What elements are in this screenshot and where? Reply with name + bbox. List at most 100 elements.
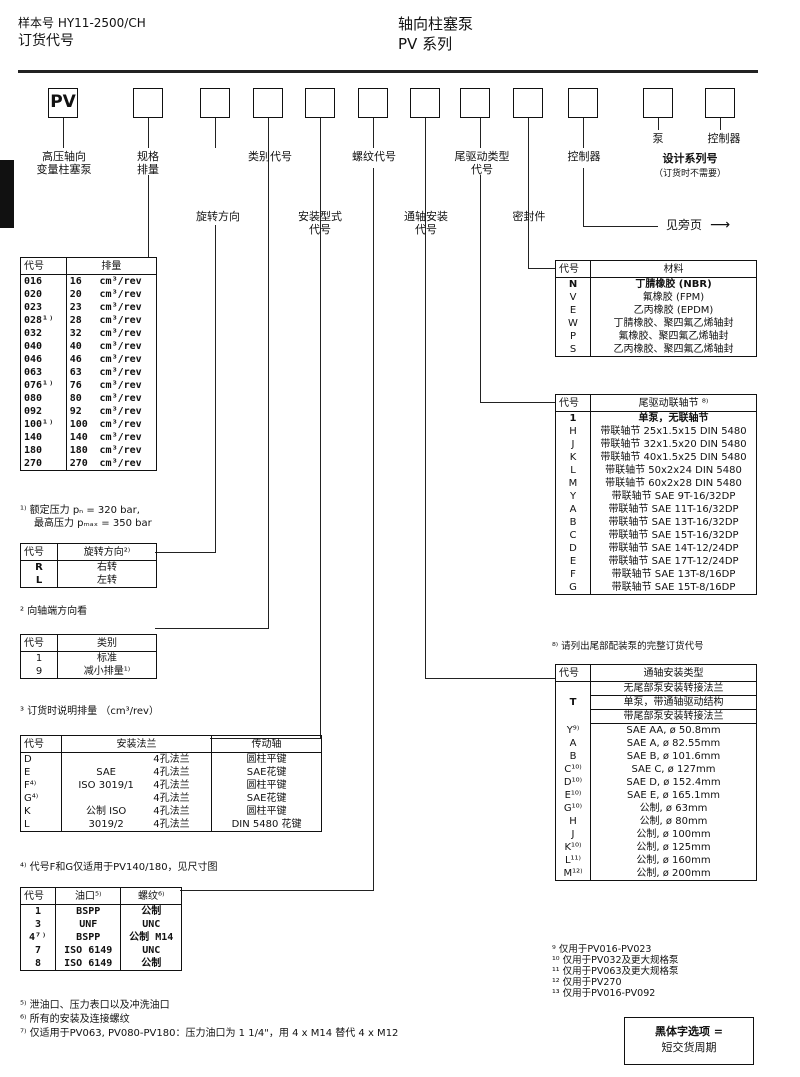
code-cell: 270 xyxy=(21,457,67,470)
value-cell: SAE B, ø 101.6mm xyxy=(626,751,721,762)
connector-line xyxy=(425,678,555,679)
value-cell: 40 xyxy=(69,341,82,352)
value-cell: ISO 3019/1 xyxy=(78,780,134,791)
code-cell: K¹⁰⁾ xyxy=(556,841,591,854)
code-cell: L xyxy=(21,574,58,587)
value-cell: BSPP xyxy=(55,904,122,918)
code-cell: Y xyxy=(556,490,591,503)
code-cell: G xyxy=(556,581,591,594)
code-cell: 020 xyxy=(21,288,67,301)
code-cell: 040 xyxy=(21,340,67,353)
value-cell: cm³/rev xyxy=(99,328,142,339)
code-cell: F xyxy=(556,568,591,581)
value-cell: 80 xyxy=(69,393,82,404)
col-header: 代号 xyxy=(21,888,56,905)
label-design-note: （订货时不需要） xyxy=(653,169,726,179)
table-row: L¹¹⁾公制, ø 160mm xyxy=(556,854,756,867)
col-header: 代号 xyxy=(556,395,591,412)
col-header: 材料 xyxy=(590,261,756,278)
value-cell: 带联轴节 32x1.5x20 DIN 5480 xyxy=(600,439,747,450)
value-cell: UNC xyxy=(142,919,161,930)
label-thread: 螺纹代号 xyxy=(352,150,396,163)
value-cell: 92 xyxy=(69,406,82,417)
value-cell xyxy=(62,753,151,767)
code-cell: N xyxy=(556,277,591,291)
code-cell: 046 xyxy=(21,353,67,366)
value-cell: 公制 xyxy=(141,958,162,969)
code-cell: J xyxy=(556,438,591,451)
connector-line xyxy=(373,118,374,148)
value-cell: 氟橡胶 (FPM) xyxy=(642,292,705,303)
value-cell: 带联轴节 SAE 15T-8/16DP xyxy=(611,582,736,593)
table-row: D¹⁰⁾SAE D, ø 152.4mm xyxy=(556,776,756,789)
footnote: ⁵⁾ 泄油口、压力表口以及冲洗油口 xyxy=(20,1000,170,1011)
value-cell: 23 xyxy=(69,302,82,313)
code-cell: F⁴⁾ xyxy=(21,779,62,792)
code-cell: M¹²⁾ xyxy=(556,867,591,880)
connector-line xyxy=(155,552,216,553)
code-cell: K xyxy=(21,805,62,818)
value-cell: 右转 xyxy=(97,562,117,573)
value-cell: 单泵，无联轴节 xyxy=(638,413,709,424)
code-cell: T xyxy=(556,695,591,710)
code-box-thread xyxy=(358,88,388,118)
value-cell: SAE花键 xyxy=(246,767,287,778)
code-cell: B xyxy=(556,750,591,763)
code-cell: V xyxy=(556,291,591,304)
value-cell: 4孔法兰 xyxy=(150,792,213,805)
value-cell: 140 xyxy=(69,432,88,443)
value-cell: 4孔法兰 xyxy=(150,805,213,818)
table-row: K¹⁰⁾公制, ø 125mm xyxy=(556,841,756,854)
footnote: ⁸⁾ 请列出尾部配装泵的完整订货代号 xyxy=(552,641,704,652)
code-cell: E xyxy=(556,304,591,317)
code-cell: H xyxy=(556,815,591,828)
code-cell: 063 xyxy=(21,366,67,379)
value-cell: 带联轴节 25x1.5x15 DIN 5480 xyxy=(600,426,747,437)
code-box-control xyxy=(568,88,598,118)
code-cell: 140 xyxy=(21,431,67,444)
connector-line xyxy=(63,118,64,148)
code-cell: 1 xyxy=(21,651,58,665)
connector-line xyxy=(148,118,149,148)
value-cell: SAE AA, ø 50.8mm xyxy=(626,725,721,736)
value-cell: 带联轴节 SAE 17T-12/24DP xyxy=(608,556,739,567)
side-tab-marker xyxy=(0,160,14,228)
code-cell: 028¹⁾ xyxy=(21,314,67,327)
value-cell: ISO 6149 xyxy=(55,944,122,957)
code-cell: A xyxy=(556,503,591,516)
connector-line xyxy=(528,118,529,268)
col-header: 代号 xyxy=(21,544,58,561)
value-cell: cm³/rev xyxy=(99,406,142,417)
code-cell: P xyxy=(556,330,591,343)
value-cell: SAE D, ø 152.4mm xyxy=(626,777,721,788)
value-cell: 乙丙橡胶、聚四氟乙烯轴封 xyxy=(613,344,734,355)
value-cell: 圆柱平键 xyxy=(246,754,287,765)
code-cell: 7 xyxy=(21,944,56,957)
col-header: 代号 xyxy=(556,261,591,278)
footnote: ¹⁾ 额定压力 pₙ = 320 bar, xyxy=(20,505,140,516)
subheading: 无尾部泵安装转接法兰 xyxy=(590,681,756,696)
value-cell: cm³/rev xyxy=(99,276,142,287)
table-row: V 氟橡胶 (FPM) xyxy=(556,291,756,304)
value-cell: 46 xyxy=(69,354,82,365)
